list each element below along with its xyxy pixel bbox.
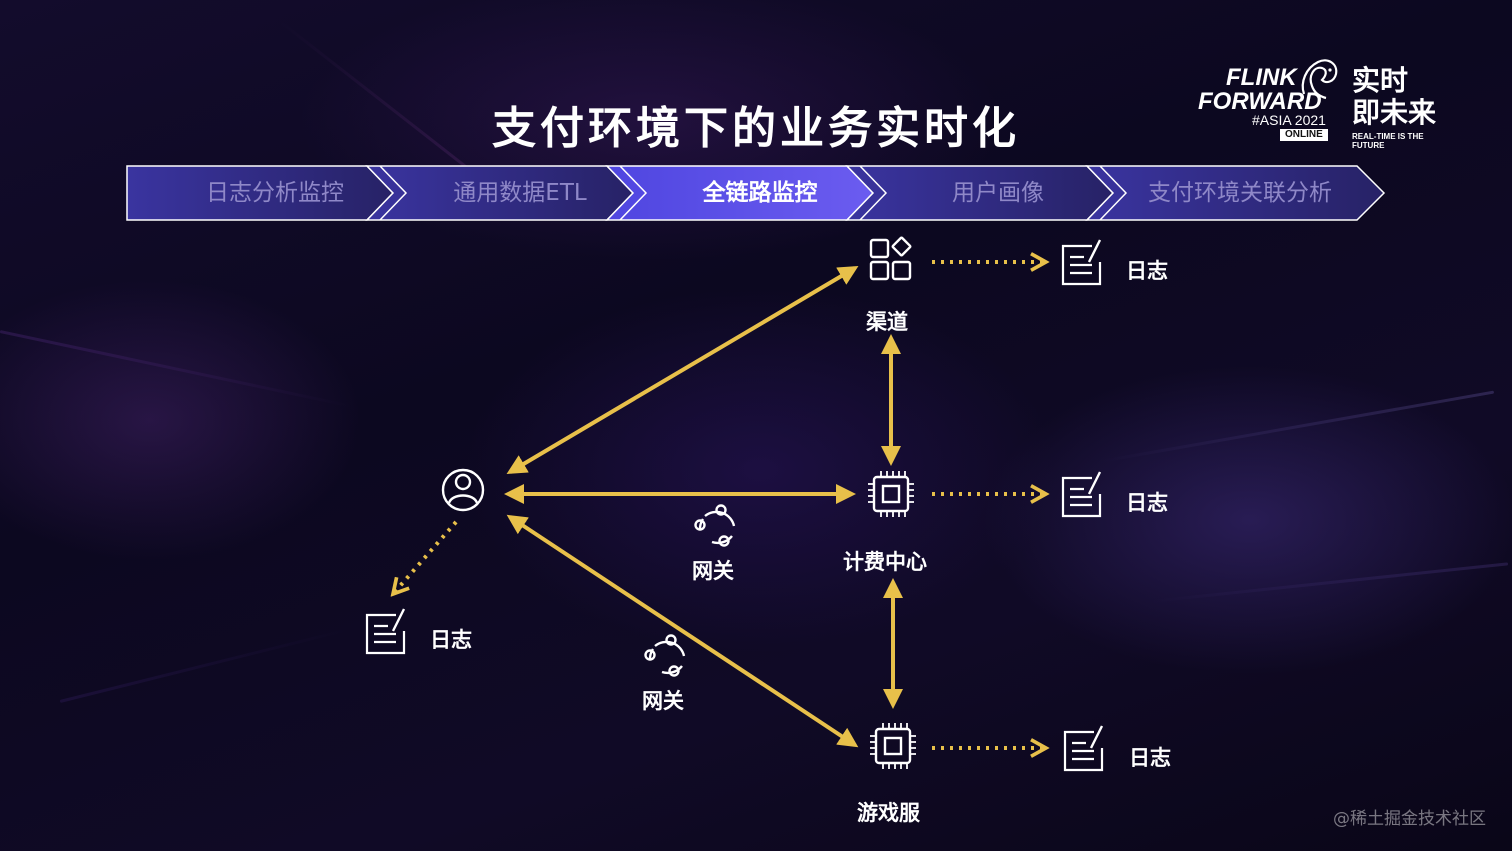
- game-server-label: 游戏服: [857, 801, 920, 825]
- arrow-user-game: [506, 514, 859, 748]
- chip-icon: [870, 723, 916, 769]
- chevron-separator: [859, 165, 888, 221]
- log-label: 日志: [1126, 259, 1168, 283]
- tab-user-profile[interactable]: 用户画像: [952, 180, 1044, 206]
- logo-badge: ONLINE: [1280, 129, 1328, 141]
- network-icon: [644, 634, 686, 677]
- page-title: 支付环境下的业务实时化: [492, 103, 1020, 154]
- flink-forward-logo: FLINK FORWARD #ASIA 2021 ONLINE 实时 即未来 R…: [1196, 59, 1456, 150]
- chevron-separator: [1099, 165, 1128, 221]
- tab-shape-5: [1085, 165, 1386, 221]
- log-label: 日志: [1129, 746, 1171, 770]
- apps-icon: [869, 236, 912, 281]
- slogan-line2: 即未来: [1352, 96, 1437, 129]
- document-icon: [1063, 725, 1104, 772]
- document-icon: [365, 608, 406, 655]
- gateway-label: 网关: [692, 559, 734, 583]
- network-icon: [694, 504, 736, 547]
- chevron-separator: [619, 165, 648, 221]
- chevron-separator: [379, 165, 408, 221]
- arrow-user-channel: [506, 265, 859, 475]
- slogan-line1: 实时: [1352, 64, 1409, 97]
- tab-log-analysis[interactable]: 日志分析监控: [206, 180, 344, 206]
- logo-line2: FORWARD: [1198, 88, 1322, 115]
- tab-bar-shapes: [126, 165, 1386, 221]
- log-arrow-user: [393, 520, 458, 594]
- user-icon: [441, 468, 485, 512]
- logo-edition: #ASIA 2021: [1252, 112, 1326, 128]
- log-label: 日志: [430, 628, 472, 652]
- tab-payment-analysis[interactable]: 支付环境关联分析: [1148, 180, 1332, 206]
- document-icon: [1061, 471, 1102, 518]
- squirrel-icon: [1301, 59, 1338, 100]
- channel-label: 渠道: [866, 310, 908, 334]
- log-label: 日志: [1126, 491, 1168, 515]
- watermark: @稀土掘金技术社区: [1333, 809, 1486, 829]
- billing-center-label: 计费中心: [843, 550, 927, 574]
- tab-full-link-monitor[interactable]: 全链路监控: [702, 180, 818, 206]
- gateway-label: 网关: [642, 689, 684, 713]
- tab-etl[interactable]: 通用数据ETL: [453, 180, 587, 206]
- document-icon: [1061, 239, 1102, 286]
- logo-line1: FLINK: [1226, 64, 1297, 91]
- slogan-en: REAL-TIME IS THE FUTURE: [1352, 132, 1424, 150]
- chip-icon: [868, 471, 914, 517]
